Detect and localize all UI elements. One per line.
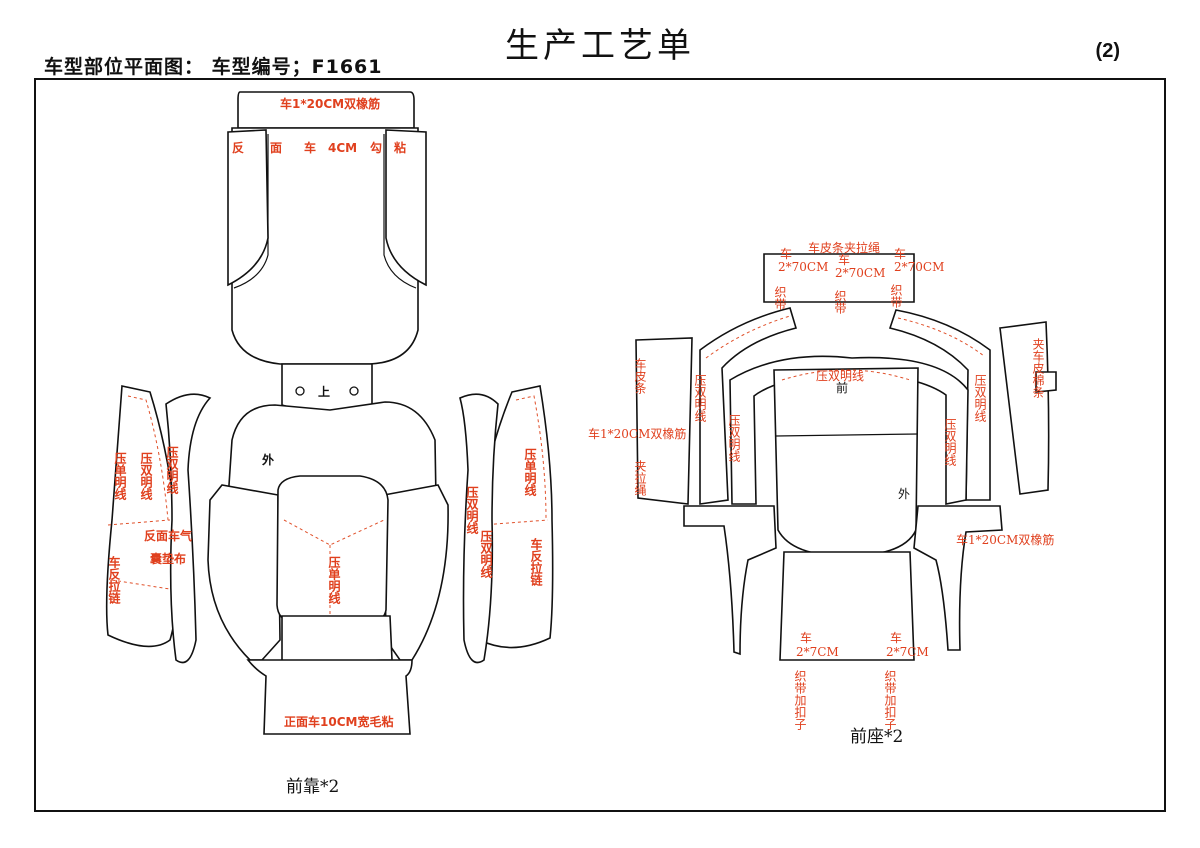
svg-text:车1*20CM双橡筋: 车1*20CM双橡筋: [956, 532, 1054, 547]
svg-text:压双明线: 压双明线: [465, 486, 479, 535]
left-labels: 车1*20CM双橡筋 反 面 车 4CM 勾 粘 上 外 反面车气 囊垫布 正面…: [107, 96, 543, 797]
svg-text:压双明线: 压双明线: [943, 418, 957, 466]
svg-text:压双明线: 压双明线: [727, 414, 741, 462]
svg-text:2*70CM: 2*70CM: [894, 260, 944, 274]
svg-text:车反拉链: 车反拉链: [529, 537, 543, 587]
svg-text:压双明线: 压双明线: [973, 374, 987, 422]
strap-title: 车皮条夹拉绳: [808, 240, 880, 255]
out-mark-left: 外: [262, 452, 274, 467]
out-mark-right: 外: [898, 487, 910, 501]
page-number: (2): [1095, 40, 1120, 62]
svg-text:压双明线: 压双明线: [479, 530, 493, 579]
up-mark: 上: [318, 384, 330, 399]
left-caption: 前靠*2: [286, 777, 339, 797]
svg-text:织带加扣子: 织带加扣子: [793, 670, 807, 730]
bottom-strip-label: 正面车10CM宽毛粘: [284, 714, 393, 729]
svg-text:压双明线: 压双明线: [139, 452, 153, 501]
svg-text:2*7CM: 2*7CM: [886, 645, 929, 659]
svg-text:压单明线: 压单明线: [327, 556, 341, 605]
svg-text:2*70CM: 2*70CM: [778, 260, 828, 274]
svg-text:压双明线: 压双明线: [816, 369, 864, 383]
svg-text:粘: 粘: [394, 140, 406, 155]
svg-text:夹拉绳: 夹拉绳: [633, 460, 647, 496]
svg-text:2*70CM: 2*70CM: [835, 266, 885, 280]
svg-text:织带: 织带: [833, 290, 847, 314]
svg-text:车皮条: 车皮条: [633, 357, 647, 394]
seat-bottom-panel: [779, 551, 915, 661]
bottom-strip-piece: [246, 659, 413, 735]
svg-text:反面车气: 反面车气: [144, 528, 192, 543]
svg-text:4CM: 4CM: [328, 141, 357, 155]
drawing-frame: [34, 78, 1166, 812]
svg-text:囊垫布: 囊垫布: [149, 551, 186, 566]
right-edge-strip: [999, 321, 1050, 495]
svg-text:2*7CM: 2*7CM: [796, 645, 839, 659]
right-labels: 车皮条夹拉绳 车 2*70CM 织带 车 2*70CM 织带 车 2*70CM …: [588, 240, 1054, 747]
svg-text:压双明线: 压双明线: [165, 446, 179, 495]
svg-text:勾: 勾: [370, 140, 382, 155]
svg-text:压单明线: 压单明线: [113, 452, 127, 501]
center-seat-piece: [773, 367, 919, 557]
model-subtitle: 车型部位平面图： 车型编号；F1661: [44, 56, 383, 78]
right-caption: 前座*2: [850, 727, 903, 747]
svg-text:车: 车: [838, 252, 850, 267]
svg-text:织带加扣子: 织带加扣子: [883, 670, 897, 730]
svg-text:车: 车: [890, 630, 902, 645]
top-strap-piece: [763, 253, 915, 303]
document-title: 生产工艺单: [505, 26, 695, 66]
svg-text:织带: 织带: [773, 286, 787, 310]
svg-text:车: 车: [894, 246, 906, 261]
top-strip-label: 车1*20CM双橡筋: [280, 96, 380, 111]
svg-text:车: 车: [304, 140, 316, 155]
svg-text:车: 车: [780, 246, 792, 261]
svg-text:夹车皮棉条: 夹车皮棉条: [1031, 338, 1045, 398]
svg-text:车1*20CM双橡筋: 车1*20CM双橡筋: [588, 426, 686, 441]
svg-text:车反拉链: 车反拉链: [107, 555, 121, 605]
left-side-panel: [105, 385, 179, 648]
svg-text:压双明线: 压双明线: [693, 374, 707, 422]
right-seat-pattern: [635, 253, 1057, 661]
svg-text:反: 反: [232, 140, 244, 155]
left-edge-strip: [635, 337, 693, 505]
svg-text:车: 车: [800, 630, 812, 645]
left-backrest-pattern: [105, 91, 554, 735]
svg-text:压单明线: 压单明线: [523, 448, 537, 497]
front-mark: 前: [836, 380, 848, 395]
svg-text:织带: 织带: [889, 284, 903, 308]
svg-text:面: 面: [270, 141, 282, 155]
